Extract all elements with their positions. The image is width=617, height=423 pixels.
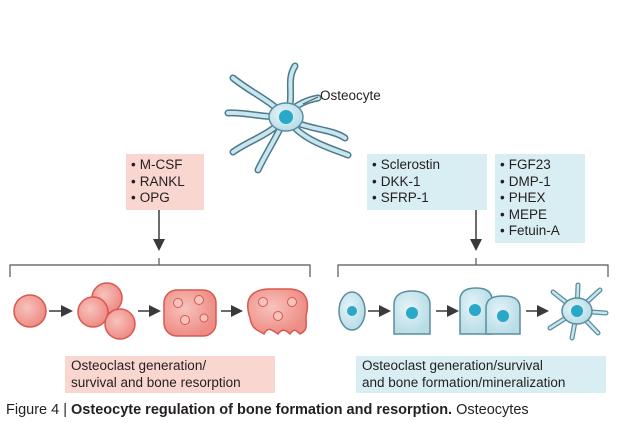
factor-dmp-1: DMP-1 <box>500 174 580 191</box>
osteoblast <box>393 290 431 335</box>
left-outcome-line-1: Osteoclast generation/ <box>71 358 207 373</box>
left-outcome-line-2: survival and bone resorption <box>71 374 241 390</box>
resorbing-osteoclast <box>247 288 309 336</box>
embedded-osteocyte <box>547 282 609 341</box>
middle-factor-box: Sclerostin DKK-1 SFRP-1 <box>367 154 487 210</box>
osteocyte-label: Osteocyte <box>320 88 381 103</box>
osteoclast-precursor <box>13 294 47 328</box>
right-bracket <box>337 258 609 277</box>
osteoclast-lineage <box>13 282 309 340</box>
caption-prefix: Figure 4 | <box>6 402 72 418</box>
factor-mepe: MEPE <box>500 207 580 224</box>
osteoblast-lineage <box>338 282 609 341</box>
factor-dkk-1: DKK-1 <box>372 174 482 191</box>
mature-osteoclast <box>163 289 217 337</box>
factor-sfrp-1: SFRP-1 <box>372 190 482 207</box>
factor-fgf23: FGF23 <box>500 157 580 174</box>
right-factor-box: FGF23 DMP-1 PHEX MEPE Fetuin-A <box>495 154 585 243</box>
osteocyte-cell <box>224 62 352 174</box>
factor-m-csf: M-CSF <box>131 157 199 174</box>
factor-rankl: RANKL <box>131 174 199 191</box>
caption-title: Osteocyte regulation of bone formation a… <box>71 402 453 418</box>
figure-caption: Figure 4 | Osteocyte regulation of bone … <box>6 402 529 418</box>
factor-fetuin-a: Fetuin-A <box>500 223 580 240</box>
factor-sclerostin: Sclerostin <box>372 157 482 174</box>
left-outcome-box: Osteoclast generation/ survival and bone… <box>65 356 275 393</box>
left-factor-box: M-CSF RANKL OPG <box>126 154 204 210</box>
factor-phex: PHEX <box>500 190 580 207</box>
factor-opg: OPG <box>131 190 199 207</box>
right-outcome-box: Osteoclast generation/survival and bone … <box>356 356 606 393</box>
fusing-precursors <box>77 282 136 340</box>
right-outcome-line-1: Osteoclast generation/survival <box>362 358 543 373</box>
osteoblast-pair <box>459 287 521 335</box>
left-bracket <box>9 258 311 277</box>
right-outcome-line-2: and bone formation/mineralization <box>362 374 566 390</box>
caption-rest: Osteocytes <box>452 402 529 418</box>
